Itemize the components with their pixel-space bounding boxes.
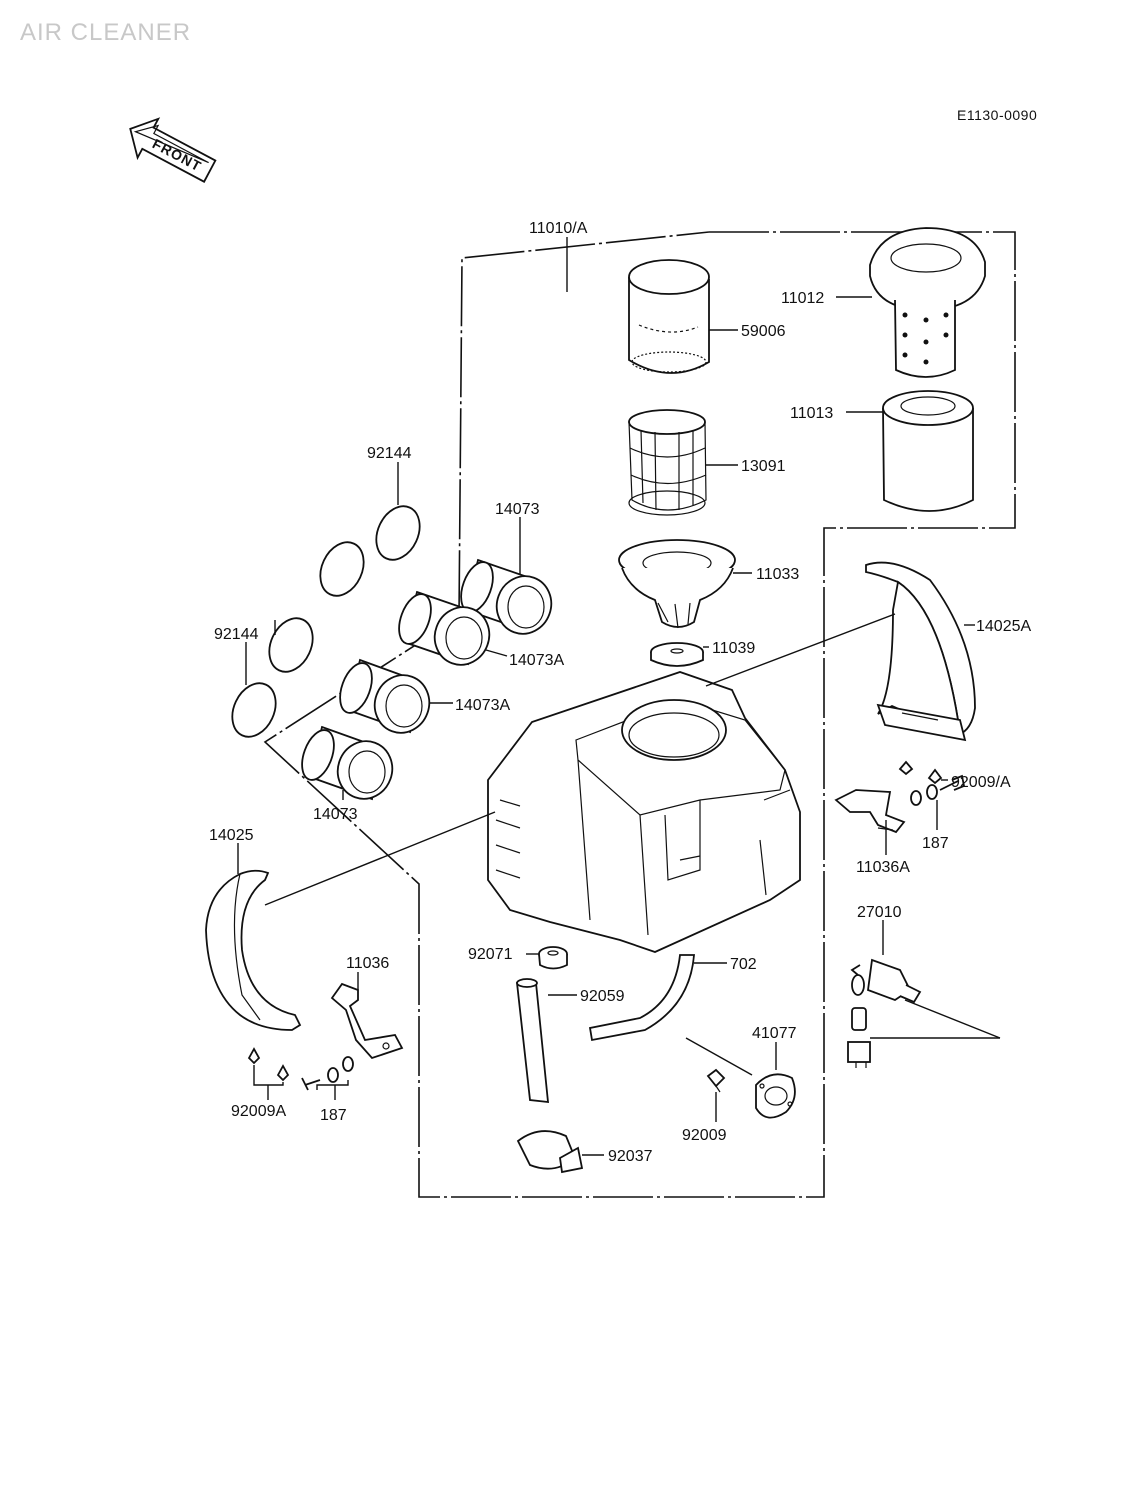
label-92009: 92009 [682, 1127, 727, 1144]
label-41077: 41077 [752, 1025, 797, 1042]
clamp-92037 [516, 1130, 584, 1174]
duct-14073a-2 [339, 658, 431, 734]
washers-187-right [910, 774, 966, 806]
label-11013: 11013 [790, 405, 833, 422]
duct-14073a-1 [398, 590, 491, 666]
label-11012: 11012 [781, 290, 824, 307]
label-187-left: 187 [320, 1107, 347, 1124]
bracket-11036a [834, 789, 906, 834]
label-13091: 13091 [741, 458, 786, 475]
air-box-housing [487, 671, 801, 953]
filter-cage-13091 [628, 409, 707, 516]
diagram-title: AIR CLEANER [20, 19, 191, 46]
label-92144-left: 92144 [214, 626, 259, 643]
screws-92009a-left [247, 1047, 290, 1082]
filter-sleeve-59006 [628, 259, 710, 374]
duct-14073-top [460, 558, 553, 635]
label-92037: 92037 [608, 1148, 653, 1165]
label-92144-top: 92144 [367, 445, 412, 462]
connector-icon [847, 1007, 871, 1068]
washers-187-left [301, 1056, 354, 1091]
label-59006: 59006 [741, 323, 786, 340]
label-27010: 27010 [857, 904, 902, 921]
funnel-11033 [618, 539, 736, 629]
label-11039: 11039 [712, 640, 755, 657]
grommet-11039 [650, 642, 704, 667]
switch-27010 [850, 958, 922, 1004]
label-92009a-left: 92009A [231, 1103, 286, 1120]
side-cover-14025 [205, 869, 302, 1031]
o-rings-92144 [231, 505, 421, 738]
label-92009a-right: 92009/A [951, 774, 1011, 791]
label-92059: 92059 [580, 988, 625, 1005]
label-11033: 11033 [756, 566, 799, 583]
label-14025a: 14025A [976, 618, 1031, 635]
screw-92009 [706, 1068, 726, 1093]
label-11010a: 11010/A [529, 220, 588, 237]
side-cover-14025a [865, 561, 976, 742]
front-arrow-icon: FRONT [129, 117, 217, 183]
filter-element-11013 [882, 390, 974, 512]
label-92071: 92071 [468, 946, 513, 963]
leader-lines [237, 237, 1001, 1156]
label-14073-bottom: 14073 [313, 806, 358, 823]
label-702: 702 [730, 956, 757, 973]
diagram-code: E1130-0090 [957, 107, 1037, 123]
label-14073-top: 14073 [495, 501, 540, 518]
label-14025: 14025 [209, 827, 254, 844]
drain-tube-92059 [515, 978, 550, 1104]
assembly-boundary [263, 231, 1016, 1198]
label-14073a-1: 14073A [509, 652, 564, 669]
label-14073a-2: 14073A [455, 697, 510, 714]
label-187-right: 187 [922, 835, 949, 852]
label-11036: 11036 [346, 955, 389, 972]
hose-702 [588, 954, 695, 1042]
cap-11012 [869, 227, 986, 378]
cap-41077 [755, 1073, 796, 1119]
duct-14073-bottom [301, 725, 394, 801]
label-11036a: 11036A [856, 859, 910, 876]
grommet-92071 [538, 946, 568, 970]
bracket-11036 [330, 982, 404, 1060]
screws-92009a-right [898, 760, 943, 785]
